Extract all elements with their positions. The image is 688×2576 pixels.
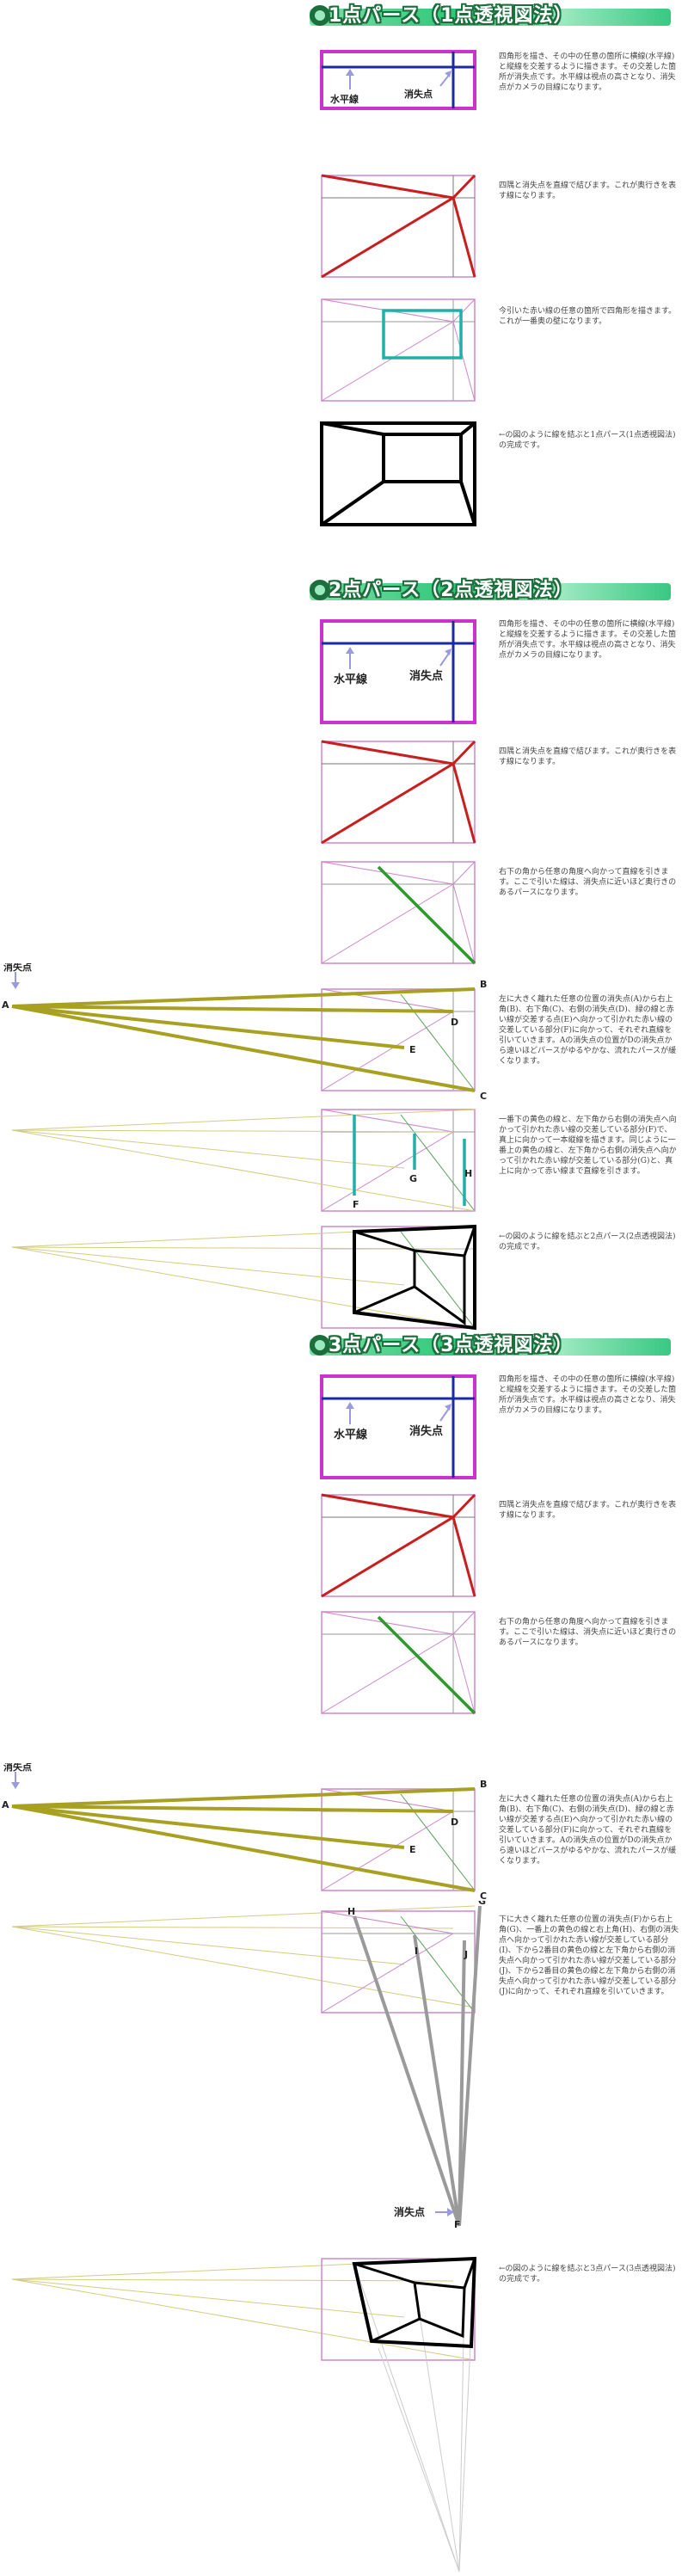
horizon-label: 水平線	[334, 1428, 368, 1442]
section-banner-three-point: 3点パース（3点透視図法）	[310, 1331, 671, 1361]
two-point-step5-figure: F G H	[11, 1109, 476, 1212]
section-banner-two-point: 2点パース（2点透視図法）	[310, 576, 671, 606]
section-title: 1点パース（1点透視図法）	[329, 5, 574, 27]
three-point-step5-figure: G H I J 消失点 F	[11, 1901, 486, 2230]
vanishing-point-label: 消失点	[404, 88, 433, 100]
vanishing-point-label: 消失点	[3, 1763, 32, 1773]
point-f-label: F	[454, 2219, 461, 2230]
point-i-label: I	[415, 1946, 418, 1957]
two-point-step4-figure: 消失点 A B D E C	[2, 963, 487, 1101]
point-e-label: E	[409, 1044, 416, 1055]
point-f-label: F	[353, 1199, 359, 1210]
point-h-label: H	[347, 1906, 355, 1917]
one-point-step4-desc: ←の図のように線を結ぶと1点パース(1点透視図法)の完成です。	[499, 431, 676, 450]
two-point-step3-desc: 右下の角から任意の角度へ向かって直線を引きます。ここで引いた線は、消失点に近いほ…	[499, 868, 677, 897]
two-point-step2-figure	[321, 740, 476, 845]
three-point-step3-figure	[321, 1611, 476, 1715]
one-point-step1-desc: 四角形を描き、その中の任意の箇所に横線(水平線)と縦線を交差するように描きます。…	[499, 52, 677, 92]
point-j-label: J	[464, 1949, 468, 1960]
three-point-step1-figure: 水平線 消失点	[320, 1374, 476, 1479]
banner-background	[310, 9, 671, 26]
three-point-step2-figure	[321, 1493, 476, 1598]
three-point-step4-desc: 左に大きく離れた任意の位置の消失点(A)から右上角(B)、右下角(C)、右側の消…	[499, 1795, 677, 1866]
leaf-icon	[310, 5, 330, 26]
vanishing-point-label: 消失点	[409, 1424, 443, 1438]
banner-background	[310, 583, 671, 600]
three-point-step2-desc: 四隅と消失点を直線で結びます。これが奥行きを表す線になります。	[499, 1501, 677, 1520]
point-a-label: A	[2, 999, 9, 1011]
horizon-label: 水平線	[334, 673, 368, 686]
horizon-label: 水平線	[330, 93, 359, 105]
vanishing-point-label: 消失点	[394, 2205, 425, 2218]
three-point-step6-desc: ←の図のように線を結ぶと3点パース(3点透視図法)の完成です。	[499, 2265, 676, 2284]
two-point-step1-figure: 水平線 消失点	[320, 619, 476, 724]
section-title: 3点パース（3点透視図法）	[329, 1335, 574, 1356]
one-point-step4-figure	[320, 421, 476, 526]
section-title: 2点パース（2点透視図法）	[329, 580, 574, 601]
two-point-step1-desc: 四角形を描き、その中の任意の箇所に横線(水平線)と縦線を交差するように描きます。…	[499, 620, 677, 660]
point-g-label: G	[409, 1173, 417, 1184]
point-e-label: E	[409, 1844, 416, 1855]
point-g-label: G	[478, 1901, 486, 1907]
point-b-label: B	[480, 1779, 487, 1790]
three-point-step6-figure	[11, 2256, 477, 2573]
point-d-label: D	[451, 1017, 458, 1028]
point-a-label: A	[2, 1799, 9, 1811]
one-point-step3-desc: 今引いた赤い線の任意の箇所で四角形を描きます。これが一番奥の壁になります。	[499, 307, 677, 326]
one-point-step2-desc: 四隅と消失点を直線で結びます。これが奥行きを表す線になります。	[499, 181, 677, 200]
point-c-label: C	[480, 1891, 487, 1901]
three-point-step5-desc: 下に大きく離れた任意の位置の消失点(F)から右上角(G)、一番上の黄色の線と右上…	[499, 1915, 679, 1996]
two-point-step6-desc: ←の図のように線を結ぶと2点パース(2点透視図法)の完成です。	[499, 1233, 676, 1251]
two-point-step6-figure	[11, 1224, 476, 1331]
two-point-step5-desc: 一番下の黄色の線と、左下角から右側の消失点へ向かって引かれた赤い線の交差している…	[499, 1116, 677, 1176]
point-d-label: D	[451, 1817, 458, 1828]
two-point-step3-figure	[321, 861, 476, 965]
banner-background	[310, 1338, 671, 1356]
vanishing-point-label: 消失点	[3, 963, 32, 973]
two-point-step2-desc: 四隅と消失点を直線で結びます。これが奥行きを表す線になります。	[499, 747, 677, 766]
one-point-step3-figure	[321, 298, 476, 402]
one-point-step1-figure: 水平線 消失点	[320, 50, 476, 110]
one-point-step2-figure	[321, 174, 476, 279]
point-c-label: C	[480, 1091, 487, 1101]
three-point-step1-desc: 四角形を描き、その中の任意の箇所に横線(水平線)と縦線を交差するように描きます。…	[499, 1375, 677, 1415]
point-b-label: B	[480, 979, 487, 990]
vanishing-point-label: 消失点	[409, 669, 443, 683]
leaf-icon	[310, 1335, 330, 1356]
leaf-icon	[310, 580, 330, 600]
three-point-step3-desc: 右下の角から任意の角度へ向かって直線を引きます。ここで引いた線は、消失点に近いほ…	[499, 1618, 677, 1647]
two-point-step4-desc: 左に大きく離れた任意の位置の消失点(A)から右上角(B)、右下角(C)、右側の消…	[499, 995, 677, 1066]
three-point-step4-figure: 消失点 A B D E C	[2, 1763, 487, 1901]
point-h-label: H	[464, 1168, 472, 1179]
section-banner-one-point: 1点パース（1点透視図法）	[310, 2, 671, 31]
